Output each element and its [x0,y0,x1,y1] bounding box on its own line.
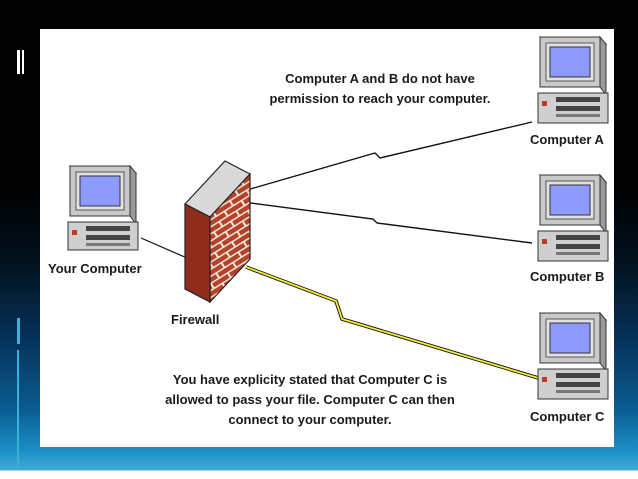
slide-decoration-top-2 [22,50,24,74]
message-blocked: Computer A and B do not have permission … [240,69,520,109]
network-diagram: Computer A and B do not have permission … [40,29,614,447]
slide-decoration-low [17,350,19,468]
message-allowed-line-1: You have explicity stated that Computer … [172,372,448,387]
computer-icon [67,164,139,251]
label-computer-a: Computer A [530,132,604,147]
message-allowed-line-3: connect to your computer. [228,412,392,427]
label-computer-b: Computer B [530,269,605,284]
slide-decoration-top [17,50,20,74]
link-firewall-to-computer-b-blocked [242,201,533,244]
slide-decoration-mid [17,318,20,344]
diagram-canvas [67,35,609,400]
label-your-computer: Your Computer [48,261,142,276]
computer-icon [537,311,609,400]
label-firewall: Firewall [171,312,220,327]
computer-icon [537,173,609,262]
label-computer-c: Computer C [530,409,605,424]
link-firewall-to-computer-c-allowed-glow [245,266,546,381]
computer-icon [537,35,609,124]
firewall-brick-wall-icon [184,160,251,304]
message-blocked-line-1: Computer A and B do not have [285,71,475,86]
message-allowed-line-2: allowed to pass your file. Computer C ca… [165,392,455,407]
message-allowed: You have explicity stated that Computer … [140,370,480,430]
message-blocked-line-2: permission to reach your computer. [269,91,491,106]
link-firewall-to-computer-a-blocked [239,121,533,193]
